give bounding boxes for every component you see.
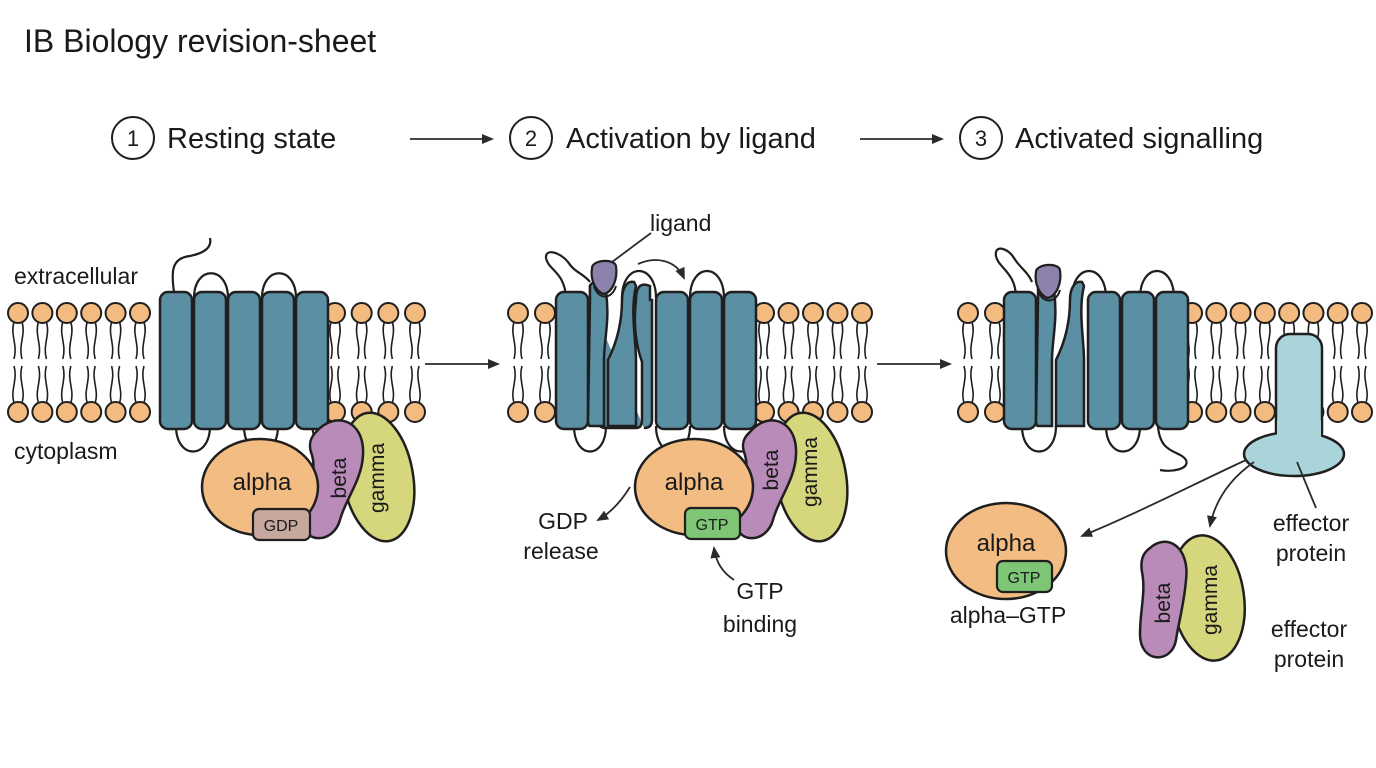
stage-number-circle	[509, 116, 553, 160]
conformation-arrow	[637, 259, 685, 280]
gtp-label: GTP	[1008, 570, 1041, 587]
stage-header-1: 1 Resting state	[111, 116, 336, 160]
phospholipid	[777, 302, 800, 423]
beta-gamma-dissociation-arrow	[1207, 461, 1255, 528]
effector-protein-membrane	[1242, 332, 1346, 478]
alpha-label: alpha	[977, 530, 1036, 557]
alpha-gtp-label: alpha–GTP	[950, 602, 1066, 628]
gdp-label: GDP	[264, 518, 299, 535]
phospholipid	[802, 302, 824, 423]
phospholipid	[80, 302, 103, 423]
ligand-label: ligand	[650, 210, 711, 236]
phospholipid	[1229, 302, 1252, 423]
panel-resting-state: extracellular cytoplasm gamma beta	[14, 237, 416, 543]
effector-label: effector	[1273, 510, 1350, 536]
effector-label: protein	[1276, 540, 1346, 566]
stage-number: 3	[975, 126, 987, 151]
g-protein-beta: beta	[300, 419, 365, 540]
gtp-binding-label: binding	[723, 611, 797, 637]
phospholipid	[534, 302, 556, 423]
ligand-molecule	[1034, 263, 1062, 302]
phospholipid	[851, 302, 873, 423]
stage-label: Activated signalling	[1015, 123, 1263, 155]
extracellular-label: extracellular	[14, 263, 138, 289]
page-title: IB Biology revision-sheet	[24, 23, 376, 59]
g-protein-alpha: alpha GTP	[633, 437, 755, 541]
phospholipid	[404, 302, 426, 423]
phospholipid	[1205, 302, 1228, 423]
phospholipid	[55, 302, 78, 423]
effector-label: effector	[1271, 616, 1348, 642]
stage-header-2: 2 Activation by ligand	[509, 116, 816, 160]
phospholipid	[984, 302, 1006, 423]
beta-gamma-dimer: gamma beta	[1138, 534, 1246, 662]
stage-header-3: 3 Activated signalling	[959, 116, 1263, 160]
phospholipid	[7, 302, 29, 423]
phospholipid	[31, 302, 54, 423]
alpha-label: alpha	[233, 469, 292, 496]
gtp-label: GTP	[696, 517, 729, 534]
gdp-release-arrow	[596, 486, 631, 521]
phospholipid	[129, 302, 151, 423]
cytoplasm-label: cytoplasm	[14, 438, 118, 464]
phospholipid	[1351, 302, 1373, 423]
stage-number: 1	[127, 126, 139, 151]
gdp-release-label: GDP	[538, 508, 588, 534]
gdp-release-label: release	[523, 538, 598, 564]
gamma-label: gamma	[799, 437, 822, 507]
phospholipid	[507, 302, 529, 423]
gtp-binding-label: GTP	[736, 578, 783, 604]
gpcr-receptor-active	[1002, 278, 1190, 431]
gdp-molecule	[251, 507, 312, 542]
beta-label: beta	[1152, 582, 1175, 623]
stage-number-circle	[959, 116, 1003, 160]
stage-number-circle	[111, 116, 155, 160]
ligand-pointer	[611, 232, 652, 263]
stage-number: 2	[525, 126, 537, 151]
gtp-binding-arrow	[710, 546, 735, 581]
effector-pointer	[1296, 461, 1317, 509]
phospholipid	[826, 302, 849, 423]
phospholipid	[350, 302, 373, 423]
gamma-label: gamma	[366, 443, 389, 513]
phospholipid	[104, 302, 127, 423]
gpcr-receptor-active	[554, 280, 758, 431]
gtp-molecule	[683, 506, 742, 541]
gpcr-receptor	[158, 290, 330, 431]
ligand-molecule	[590, 259, 618, 298]
alpha-dissociation-arrow	[1080, 459, 1247, 537]
phospholipid	[1326, 302, 1349, 423]
alpha-gtp-complex: alpha GTP	[944, 501, 1068, 601]
phospholipid	[957, 302, 979, 423]
panel-activation-by-ligand: ligand gamma beta alpha GTP GDP release …	[523, 210, 849, 637]
phospholipid	[377, 302, 400, 423]
gtp-molecule	[995, 559, 1054, 594]
alpha-label: alpha	[665, 469, 724, 496]
stage-label: Resting state	[167, 123, 336, 155]
beta-label: beta	[328, 457, 351, 498]
effector-label: protein	[1274, 646, 1344, 672]
beta-label: beta	[760, 449, 783, 490]
stage-label: Activation by ligand	[566, 123, 816, 155]
phospholipid	[1253, 302, 1276, 423]
panel-activated-signalling: effector protein alpha GTP alpha–GTP gam…	[944, 247, 1350, 672]
gamma-label: gamma	[1199, 565, 1222, 635]
g-protein-alpha: alpha GDP	[200, 437, 320, 542]
g-protein-beta: beta	[733, 419, 798, 540]
